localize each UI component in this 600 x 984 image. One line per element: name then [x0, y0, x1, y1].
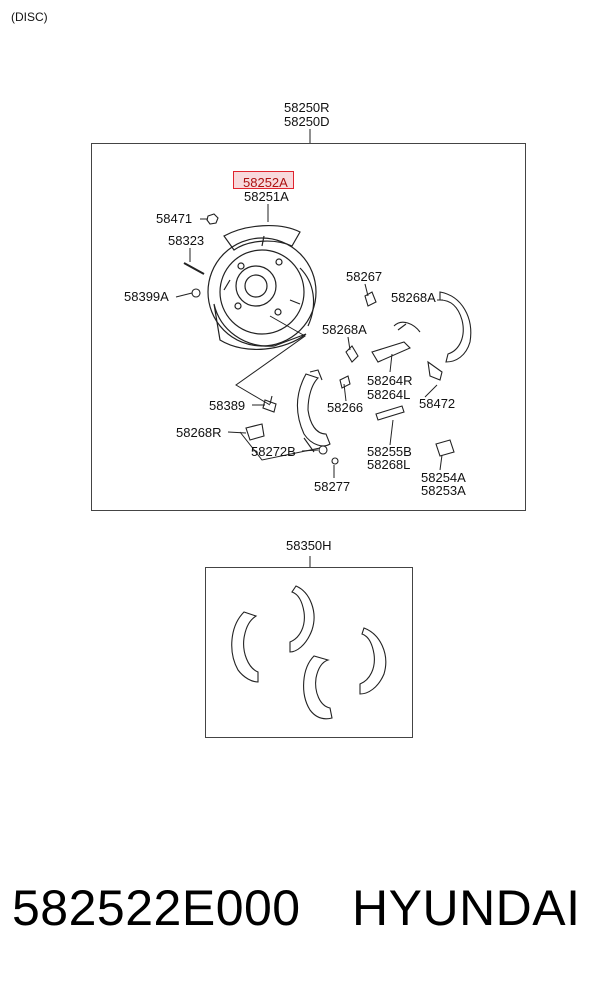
kit-shoe-1: [231, 611, 259, 683]
part-label-58272B[interactable]: 58272B: [251, 444, 296, 459]
leader-line: [389, 419, 394, 446]
highlighted-part-box[interactable]: [233, 171, 294, 189]
part-label-58268A-1[interactable]: 58268A: [391, 290, 436, 305]
bolt-58389: [262, 395, 277, 413]
part-label-58266[interactable]: 58266: [327, 400, 364, 415]
bolt-58323: [183, 262, 205, 275]
part-label-58472[interactable]: 58472: [419, 396, 456, 411]
shoe-58268A: [439, 291, 472, 363]
part-label-58471[interactable]: 58471: [156, 211, 193, 226]
part-label-58252A[interactable]: 58252A: [243, 175, 288, 190]
brake-shoe-kit-drawing: [231, 585, 387, 720]
spring-58268R: [245, 423, 265, 441]
leader-line: [175, 292, 193, 298]
part-label-58264R[interactable]: 58264R: [367, 373, 413, 388]
kit-shoe-2: [289, 585, 315, 653]
backing-plate: [207, 225, 317, 351]
assembly-title-line2: 58250D: [284, 114, 330, 129]
part-label-58389[interactable]: 58389: [209, 398, 246, 413]
cylinder-58254A: [435, 439, 455, 457]
part-label-58399A[interactable]: 58399A: [124, 289, 169, 304]
leader-line: [389, 353, 393, 373]
brand-name: HYUNDAI: [352, 880, 581, 936]
brake-shoe-assembly: [296, 369, 331, 453]
guide-line: [235, 315, 306, 406]
part-label-58277[interactable]: 58277: [314, 479, 351, 494]
kit-shoe-4: [303, 655, 333, 720]
bracket-58472: [427, 360, 443, 381]
lever-58264R: [371, 341, 411, 363]
leader-line: [424, 384, 438, 398]
part-label-58254A[interactable]: 58254A: [421, 470, 466, 485]
leader-line: [227, 431, 247, 434]
part-label-58251A[interactable]: 58251A: [244, 189, 289, 204]
part-label-58264L[interactable]: 58264L: [367, 387, 411, 402]
part-label-58255B[interactable]: 58255B: [367, 444, 412, 459]
leader-line: [439, 454, 443, 471]
spring-58268A-2: [345, 345, 359, 363]
kit-shoe-3: [359, 627, 387, 695]
part-label-58268L[interactable]: 58268L: [367, 457, 411, 472]
washer-58399A: [191, 288, 201, 298]
assembly-frame: [91, 143, 526, 511]
nut-58471: [206, 213, 219, 225]
clip-58277: [331, 457, 339, 465]
guide-line: [239, 431, 321, 461]
adjuster-58266: [339, 375, 351, 389]
shoe-kit-title: 58350H: [286, 538, 332, 553]
part-label-58253A[interactable]: 58253A: [421, 483, 466, 498]
pin-58272B: [318, 445, 328, 455]
variant-label: (DISC): [11, 10, 48, 24]
part-label-58267[interactable]: 58267: [346, 269, 383, 284]
part-number: 582522E000: [12, 880, 301, 936]
part-label-58323[interactable]: 58323: [168, 233, 205, 248]
assembly-title-line1: 58250R: [284, 100, 330, 115]
pin-58267: [364, 291, 377, 307]
shoe-kit-frame: [205, 567, 413, 738]
part-label-58268A-2[interactable]: 58268A: [322, 322, 367, 337]
spring-58268A-1: [393, 321, 421, 333]
part-label-58268R[interactable]: 58268R: [176, 425, 222, 440]
spring-58255B: [375, 405, 405, 421]
